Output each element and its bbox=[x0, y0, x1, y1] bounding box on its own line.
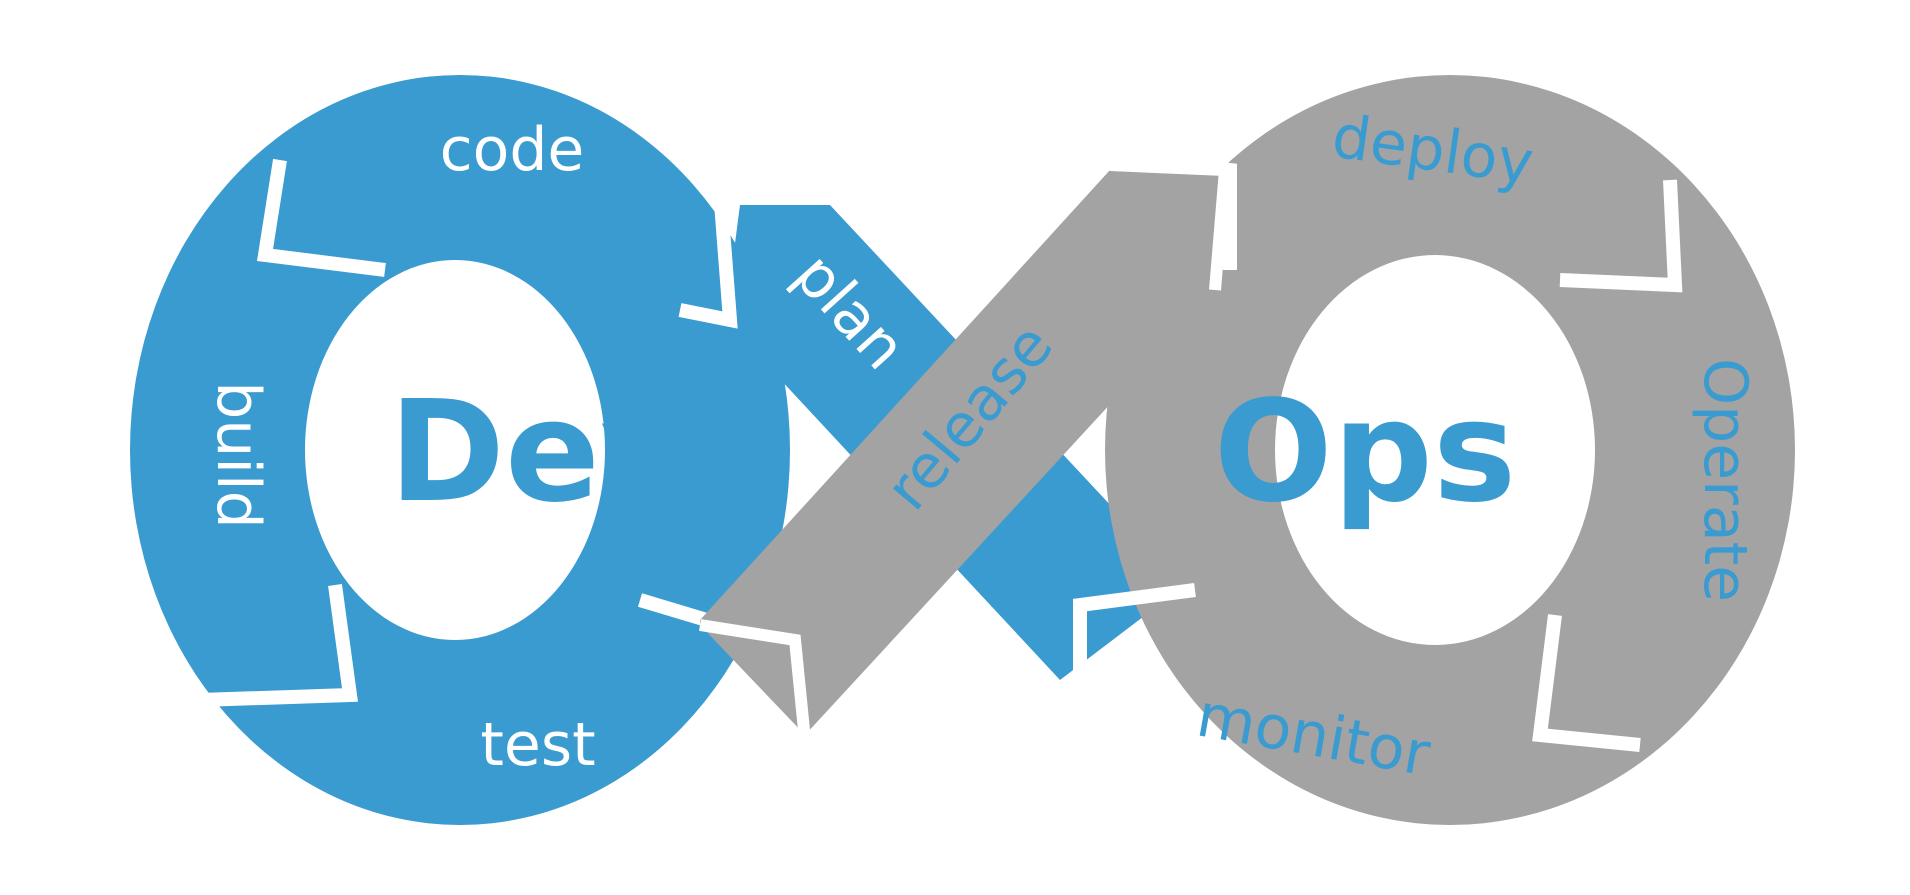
stage-code-label: code bbox=[440, 115, 585, 185]
release-band bbox=[700, 170, 1230, 735]
dev-ring bbox=[130, 75, 798, 825]
release-band-notch bbox=[699, 619, 811, 741]
dev-title: Dev bbox=[389, 371, 691, 534]
ops-title: Ops bbox=[1214, 371, 1517, 534]
stage-test-label: test bbox=[480, 710, 595, 780]
stage-operate-label: Operate bbox=[1690, 358, 1760, 602]
stage-build-label: build bbox=[203, 381, 273, 529]
ops-ring bbox=[1073, 75, 1795, 825]
release-band-edge bbox=[1109, 159, 1232, 291]
